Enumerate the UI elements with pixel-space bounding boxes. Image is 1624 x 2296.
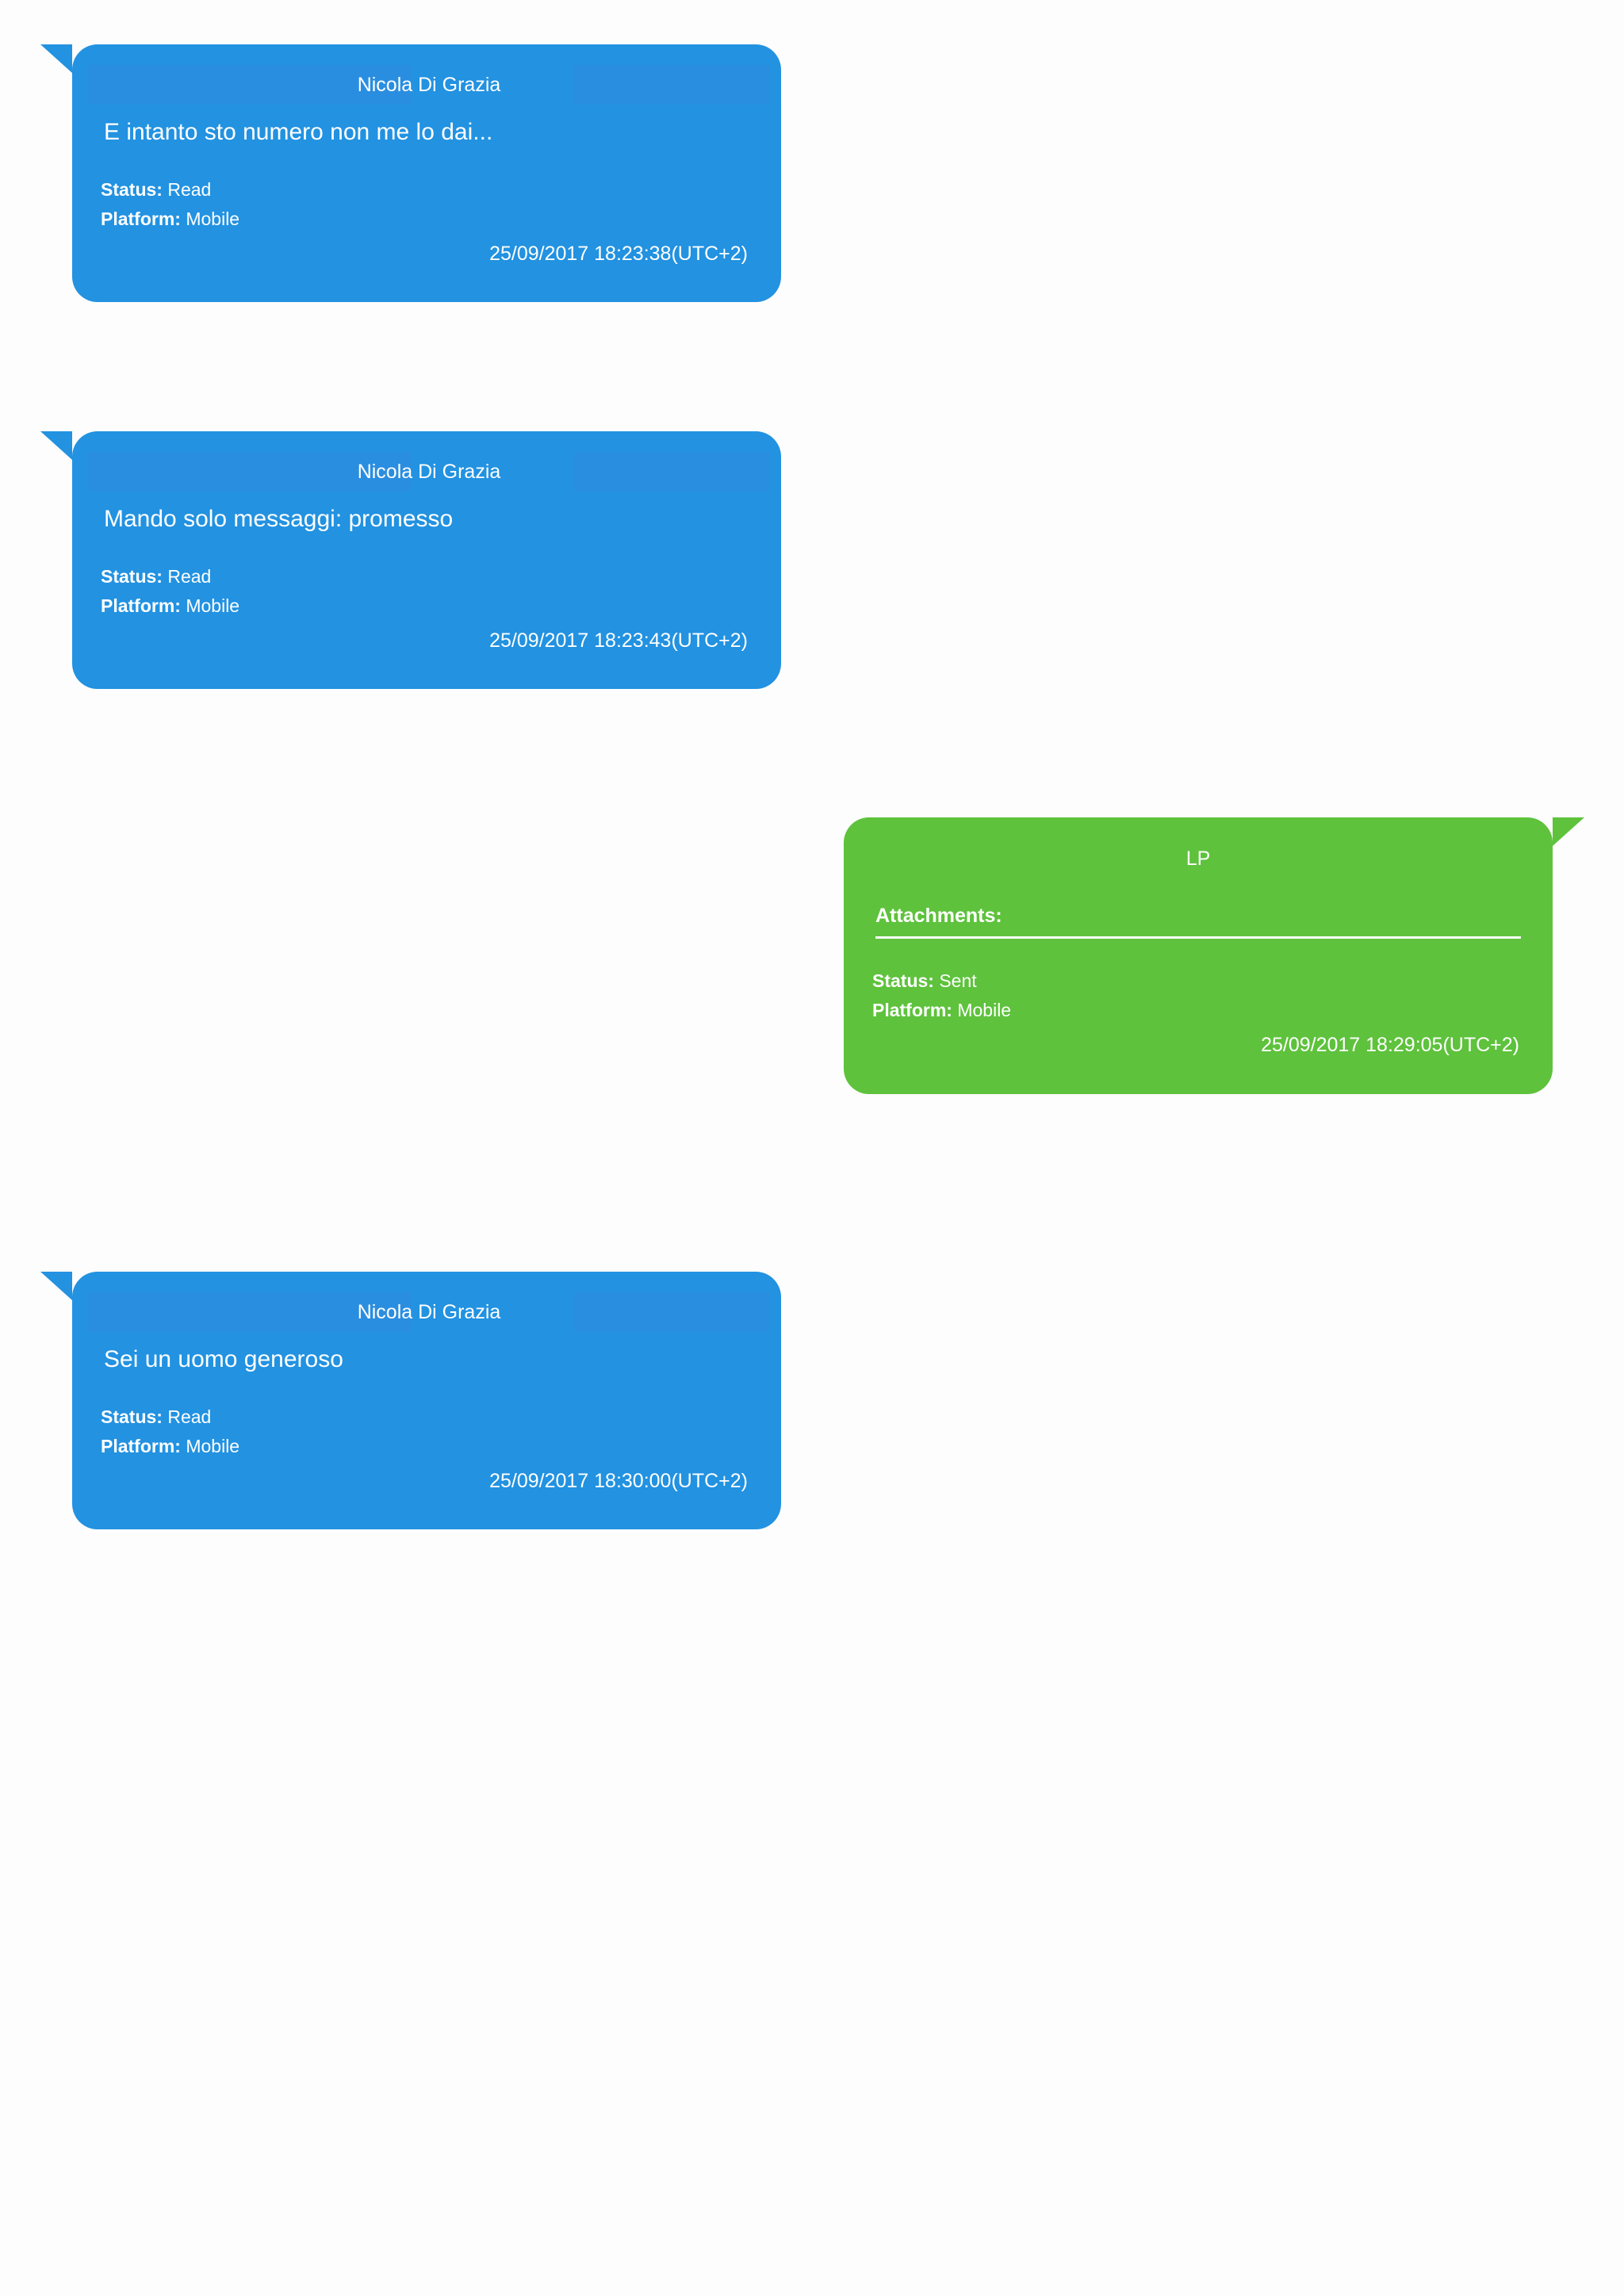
message-bubble: Nicola Di Grazia Sei un uomo generoso St… <box>72 1272 781 1529</box>
platform-line: Platform: Mobile <box>872 1000 1011 1021</box>
message-bubble: LP Attachments: Status: Sent Platform: M… <box>844 817 1553 1094</box>
message-timestamp: 25/09/2017 18:23:38(UTC+2) <box>489 243 748 265</box>
message-timestamp: 25/09/2017 18:23:43(UTC+2) <box>489 629 748 652</box>
message-text: Mando solo messaggi: promesso <box>104 506 454 532</box>
status-label: Status: <box>872 970 934 991</box>
message-bubble: Nicola Di Grazia E intanto sto numero no… <box>72 44 781 302</box>
status-value: Read <box>167 179 212 200</box>
platform-value: Mobile <box>186 209 240 229</box>
redaction-block <box>573 452 770 492</box>
sender-name: Nicola Di Grazia <box>357 461 501 483</box>
status-label: Status: <box>101 1406 163 1427</box>
status-line: Status: Sent <box>872 970 977 992</box>
redaction-block <box>88 452 412 492</box>
status-value: Read <box>167 566 212 587</box>
status-label: Status: <box>101 179 163 200</box>
platform-value: Mobile <box>957 1000 1012 1020</box>
sender-header: Nicola Di Grazia <box>88 65 770 105</box>
platform-label: Platform: <box>101 1436 181 1456</box>
sender-name: LP <box>1185 848 1211 870</box>
status-label: Status: <box>101 566 163 587</box>
platform-value: Mobile <box>186 1436 240 1456</box>
status-line: Status: Read <box>101 1406 211 1428</box>
platform-label: Platform: <box>101 209 181 229</box>
redaction-block <box>88 65 412 105</box>
message-bubble: Nicola Di Grazia Mando solo messaggi: pr… <box>72 431 781 689</box>
redaction-block <box>573 65 770 105</box>
sender-header: Nicola Di Grazia <box>88 452 770 492</box>
bubble-tail <box>1553 817 1584 846</box>
status-value: Sent <box>939 970 977 991</box>
platform-line: Platform: Mobile <box>101 1436 239 1457</box>
message-incoming[interactable]: Nicola Di Grazia E intanto sto numero no… <box>40 44 781 302</box>
message-incoming[interactable]: Nicola Di Grazia Sei un uomo generoso St… <box>40 1272 781 1529</box>
status-line: Status: Read <box>101 566 211 587</box>
message-timestamp: 25/09/2017 18:29:05(UTC+2) <box>1261 1034 1519 1056</box>
bubble-tail <box>40 431 72 460</box>
sender-name: Nicola Di Grazia <box>357 74 501 96</box>
status-value: Read <box>167 1406 212 1427</box>
sender-header: Nicola Di Grazia <box>88 1292 770 1332</box>
bubble-tail <box>40 1272 72 1300</box>
platform-label: Platform: <box>872 1000 952 1020</box>
message-text: E intanto sto numero non me lo dai... <box>104 119 493 145</box>
platform-line: Platform: Mobile <box>101 595 239 617</box>
redaction-block <box>573 1292 770 1332</box>
attachments-divider <box>875 936 1521 939</box>
status-line: Status: Read <box>101 179 211 201</box>
message-timestamp: 25/09/2017 18:30:00(UTC+2) <box>489 1470 748 1492</box>
message-incoming[interactable]: Nicola Di Grazia Mando solo messaggi: pr… <box>40 431 781 689</box>
platform-label: Platform: <box>101 595 181 616</box>
message-text: Sei un uomo generoso <box>104 1346 343 1372</box>
bubble-tail <box>40 44 72 73</box>
sender-name: Nicola Di Grazia <box>357 1301 501 1323</box>
redaction-block <box>88 1292 412 1332</box>
platform-line: Platform: Mobile <box>101 209 239 230</box>
attachments-label: Attachments: <box>875 905 1002 927</box>
message-outgoing[interactable]: LP Attachments: Status: Sent Platform: M… <box>844 817 1584 1094</box>
platform-value: Mobile <box>186 595 240 616</box>
